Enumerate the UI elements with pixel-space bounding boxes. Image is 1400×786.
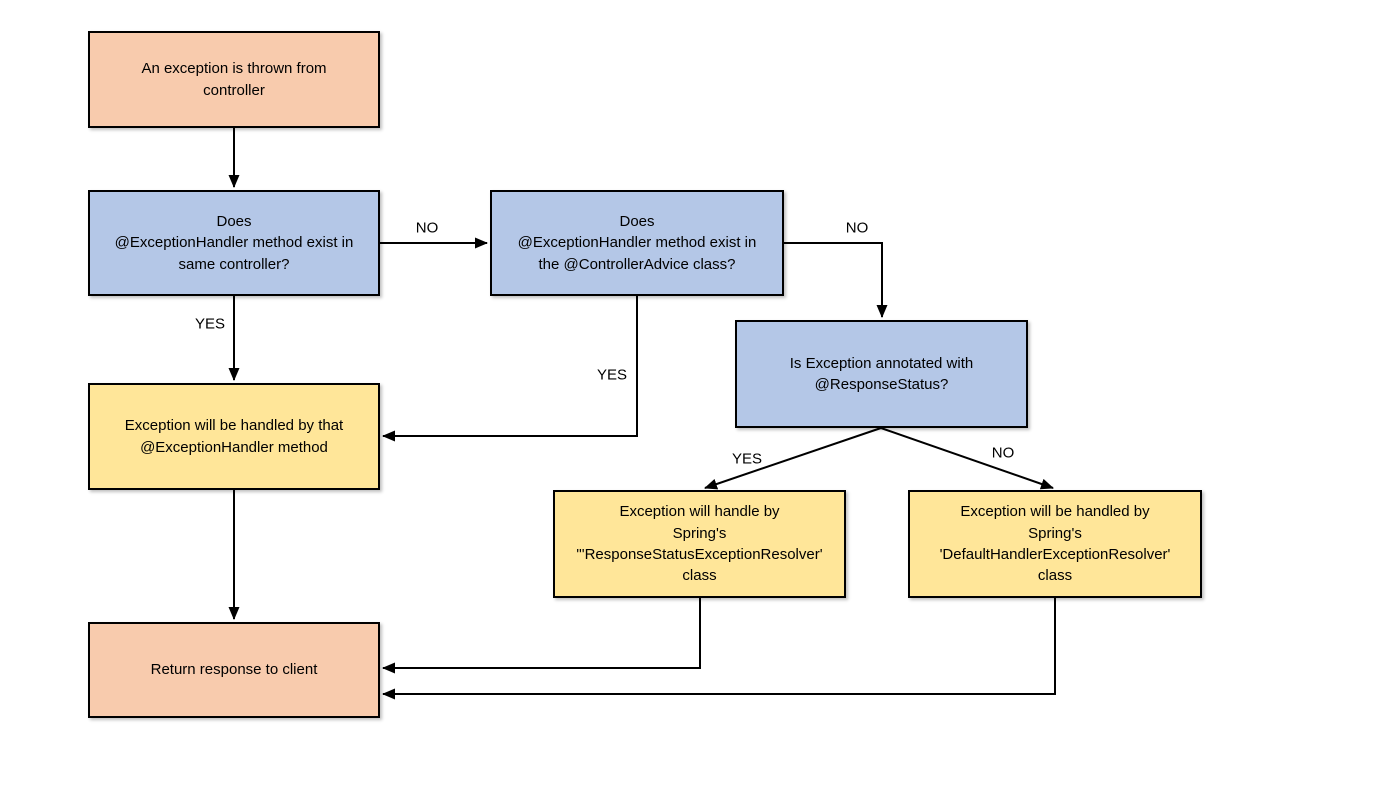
node-exception-thrown: An exception is thrown from controller <box>88 31 380 128</box>
node-handled-by-exception-handler: Exception will be handled by that @Excep… <box>88 383 380 490</box>
edge-default-resolver-to-return <box>382 598 1056 700</box>
node-handler-in-same-controller: Does @ExceptionHandler method exist in s… <box>88 190 380 296</box>
node-handler-in-controller-advice: Does @ExceptionHandler method exist in t… <box>490 190 784 296</box>
edge-label-no-controller-advice: NO <box>845 219 869 237</box>
edge-response-status-no-to-default-resolver <box>880 427 1054 490</box>
node-return-response: Return response to client <box>88 622 380 718</box>
edge-resolver-to-return <box>382 598 701 674</box>
edge-label-yes-controller-advice: YES <box>596 366 628 384</box>
edge-label-yes-response-status: YES <box>731 450 763 468</box>
edge-label-yes-same-controller: YES <box>194 315 226 333</box>
node-default-handler-exception-resolver: Exception will be handled by Spring's 'D… <box>908 490 1202 598</box>
edge-label-no-response-status: NO <box>991 444 1015 462</box>
node-annotated-with-response-status: Is Exception annotated with @ResponseSta… <box>735 320 1028 428</box>
edge-controller-advice-no-to-response-status <box>784 242 888 318</box>
edge-label-no-same-controller: NO <box>415 219 439 237</box>
node-response-status-exception-resolver: Exception will handle by Spring's "'Resp… <box>553 490 846 598</box>
